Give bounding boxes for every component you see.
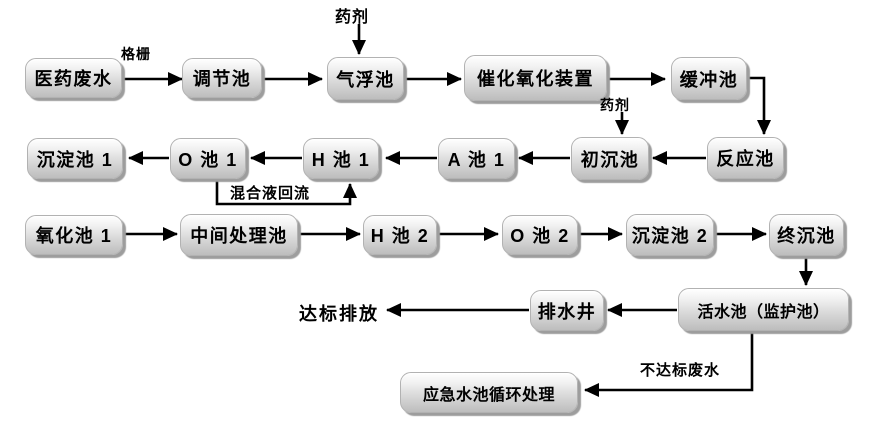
node-sedimentation-tank-2: 沉淀池 2 [626,214,714,256]
node-air-flotation-tank: 气浮池 [327,57,404,100]
node-o-tank-1: O 池 1 [170,138,246,179]
node-h-tank-1: H 池 1 [303,138,379,179]
node-final-sedimentation-tank: 终沉池 [769,214,844,256]
label-grille: 格栅 [121,46,151,62]
node-primary-sedimentation-tank: 初沉池 [571,137,649,180]
node-drainage-well: 排水井 [530,290,604,331]
node-oxidation-tank-1: 氧化池 1 [25,215,123,255]
arrow-buffer-to-reaction [748,76,771,135]
node-catalytic-oxidation-unit: 催化氧化装置 [464,55,607,101]
node-buffer-tank: 缓冲池 [671,57,747,100]
label-agent-top: 药剂 [335,9,370,26]
node-living-water-tank: 活水池（监护池） [678,288,849,331]
node-emergency-tank: 应急水池循环处理 [400,372,578,413]
label-discharge-standard: 达标排放 [299,304,379,324]
node-a-tank-1: A 池 1 [438,138,515,179]
node-regulating-tank: 调节池 [182,58,262,98]
node-pharma-wastewater: 医药废水 [25,58,122,98]
label-agent-mid: 药剂 [600,97,630,113]
label-mixed-liquor-return: 混合液回流 [230,185,311,202]
node-o-tank-2: O 池 2 [502,215,578,255]
node-h-tank-2: H 池 2 [363,215,437,255]
node-reaction-tank: 反应池 [707,137,784,179]
label-substandard-wastewater: 不达标废水 [640,362,721,379]
node-sedimentation-tank-1: 沉淀池 1 [27,138,123,179]
node-intermediate-treatment-tank: 中间处理池 [180,214,298,256]
